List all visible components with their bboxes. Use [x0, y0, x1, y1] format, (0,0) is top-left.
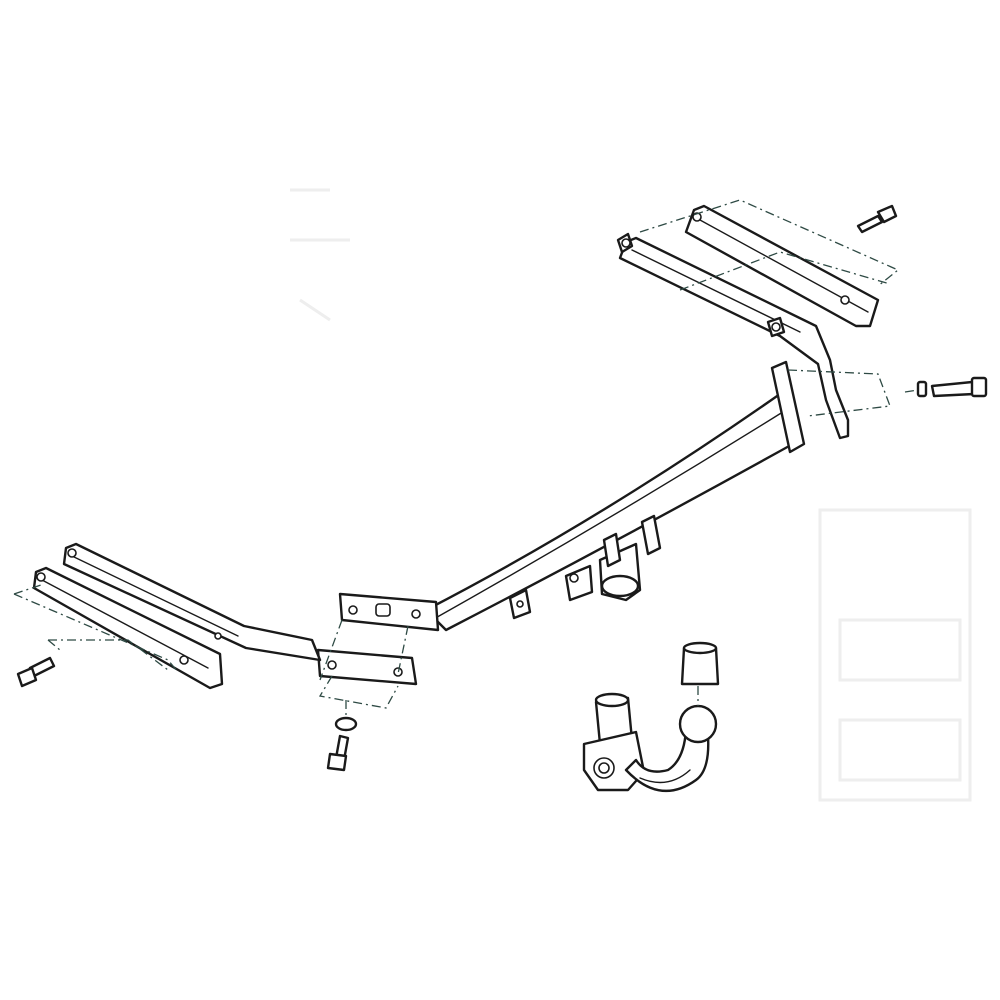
bolt-left-side	[16, 656, 56, 688]
right-side-bracket	[616, 204, 880, 440]
central-coupling-mount	[508, 514, 662, 620]
bolt-right-side	[916, 376, 988, 398]
assembly-guide-lines	[13, 199, 919, 716]
left-mounting-plates	[316, 592, 440, 686]
bolt-bottom	[326, 716, 358, 772]
bolt-upper-right	[856, 204, 898, 234]
main-cross-beam	[424, 360, 806, 632]
detachable-tow-ball	[582, 641, 720, 793]
left-side-bracket	[32, 542, 322, 690]
background-artifacts	[290, 188, 972, 802]
